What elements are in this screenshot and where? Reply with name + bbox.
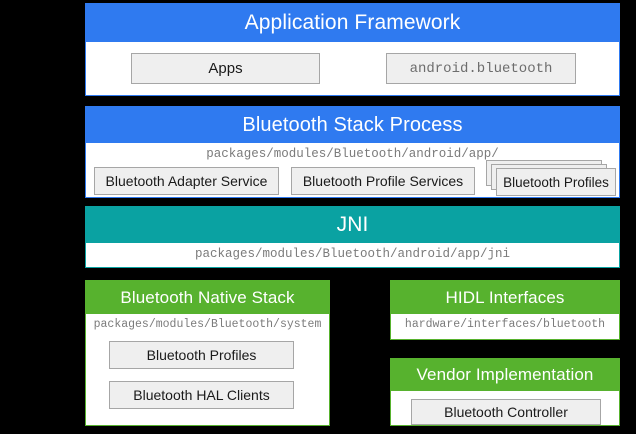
bluetooth-adapter-service-box: Bluetooth Adapter Service	[94, 167, 279, 195]
stack-process-path-label: packages/modules/Bluetooth/android/app/	[206, 147, 499, 161]
vendor-implementation-header: Vendor Implementation	[391, 359, 619, 391]
vendor-implementation-card: Vendor Implementation Bluetooth Controll…	[390, 358, 620, 426]
bluetooth-hal-clients-box: Bluetooth HAL Clients	[109, 381, 294, 409]
bluetooth-profile-services-box: Bluetooth Profile Services	[291, 167, 475, 195]
hidl-interfaces-card: HIDL Interfaces hardware/interfaces/blue…	[390, 280, 620, 340]
application-framework-header: Application Framework	[86, 4, 619, 42]
native-bluetooth-profiles-box: Bluetooth Profiles	[109, 341, 294, 369]
bluetooth-native-stack-header: Bluetooth Native Stack	[86, 281, 329, 314]
bluetooth-native-stack-card: Bluetooth Native Stack packages/modules/…	[85, 280, 330, 426]
android-bluetooth-api-box: android.bluetooth	[386, 53, 576, 84]
jni-path-label: packages/modules/Bluetooth/android/app/j…	[194, 247, 511, 261]
bluetooth-profiles-stacked-box: Bluetooth Profiles	[486, 160, 616, 196]
bluetooth-stack-process-card: Bluetooth Stack Process packages/modules…	[85, 106, 620, 198]
bluetooth-stack-process-header: Bluetooth Stack Process	[86, 107, 619, 143]
bluetooth-controller-box: Bluetooth Controller	[411, 399, 601, 425]
hidl-path-label: hardware/interfaces/bluetooth	[404, 318, 606, 331]
application-framework-card: Application Framework Apps android.bluet…	[85, 3, 620, 96]
jni-header: JNI	[86, 207, 619, 243]
profiles-deck-layer-front: Bluetooth Profiles	[496, 168, 616, 196]
native-stack-path-label: packages/modules/Bluetooth/system	[93, 318, 322, 331]
application-framework-body: Apps android.bluetooth	[86, 42, 619, 96]
apps-box: Apps	[131, 53, 320, 84]
bidirectional-arrow-icon	[330, 289, 390, 305]
hidl-interfaces-header: HIDL Interfaces	[391, 281, 619, 314]
jni-card: JNI packages/modules/Bluetooth/android/a…	[85, 206, 620, 268]
